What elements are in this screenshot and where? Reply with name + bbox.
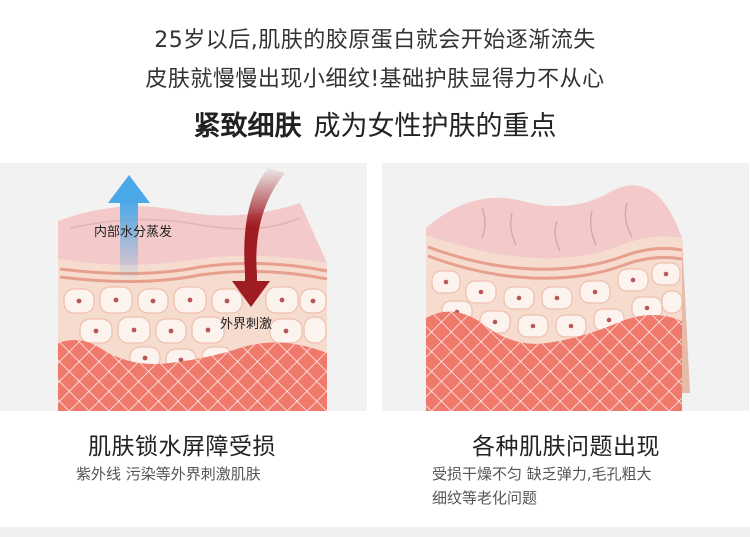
stimulus-arrow: [232, 168, 285, 307]
epidermis-layer: [426, 185, 682, 259]
intro-line-1: 25岁以后,肌肤的胶原蛋白就会开始逐渐流失: [154, 28, 596, 53]
evaporation-label: 内部水分蒸发: [94, 225, 173, 240]
headline-bold: 紧致细肤: [193, 111, 302, 142]
right-caption-desc-1: 受损干燥不匀 缺乏弹力,毛孔粗大: [432, 465, 652, 483]
stimulus-label: 外界刺激: [220, 317, 273, 332]
skin-diagram-aging: [382, 163, 749, 411]
bottom-strip: [0, 527, 750, 537]
evaporation-arrow: [108, 175, 150, 281]
wrinkle-lines: [481, 202, 633, 252]
skin-illustration-right: [426, 185, 690, 411]
skin-cells: [431, 262, 683, 338]
skin-illustration-left: [58, 168, 328, 411]
right-caption-desc-2: 细纹等老化问题: [432, 489, 538, 507]
left-caption-title: 肌肤锁水屏障受损: [88, 434, 276, 460]
left-caption-desc: 紫外线 污染等外界刺激肌肤: [76, 465, 261, 483]
headline-regular: 成为女性护肤的重点: [313, 111, 557, 142]
right-caption-title: 各种肌肤问题出现: [472, 434, 660, 460]
skin-diagram-damaged: 内部水分蒸发 外界刺激: [0, 163, 367, 411]
headline: 紧致细肤成为女性护肤的重点: [0, 104, 750, 143]
intro-line-2: 皮肤就慢慢出现小细纹!基础护肤显得力不从心: [145, 67, 605, 92]
